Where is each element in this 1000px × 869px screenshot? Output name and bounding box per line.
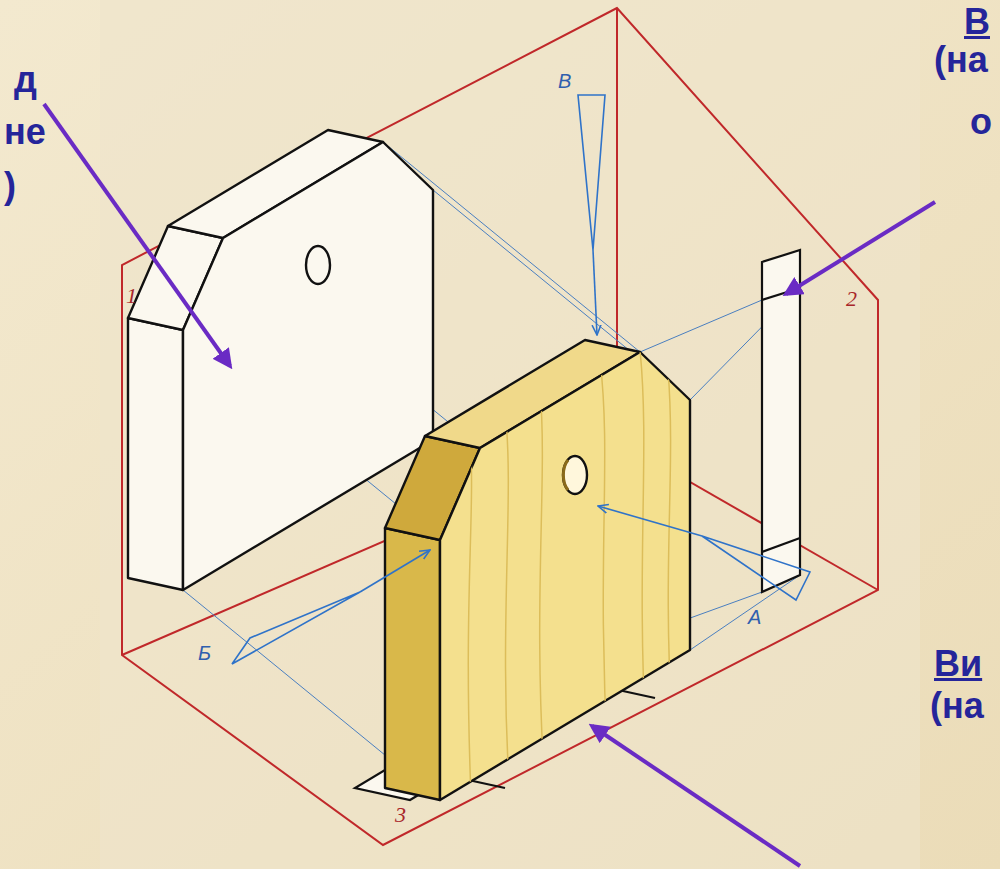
view-caption: (на — [934, 40, 988, 80]
wooden-part — [385, 340, 690, 820]
view-caption: д — [14, 60, 37, 100]
view-caption: ) — [4, 166, 16, 206]
view-caption: не — [4, 112, 46, 152]
arrow-letter: В — [558, 70, 571, 92]
view-caption: В — [964, 2, 990, 42]
leader-arrows — [44, 104, 935, 866]
side-view — [762, 250, 800, 592]
projection-planes — [122, 8, 878, 845]
plane-number: 1 — [126, 284, 137, 308]
book-page — [100, 0, 920, 869]
arrow-letter: Б — [198, 642, 211, 664]
view-arrows — [232, 95, 810, 664]
view-caption: (на — [930, 686, 984, 726]
arrow-letter: А — [748, 606, 761, 628]
plane-number: 2 — [846, 287, 857, 311]
view-caption: о — [970, 102, 992, 142]
projection-lines — [183, 142, 800, 800]
view-caption: Ви — [934, 644, 982, 684]
plane-number: 3 — [395, 803, 406, 827]
